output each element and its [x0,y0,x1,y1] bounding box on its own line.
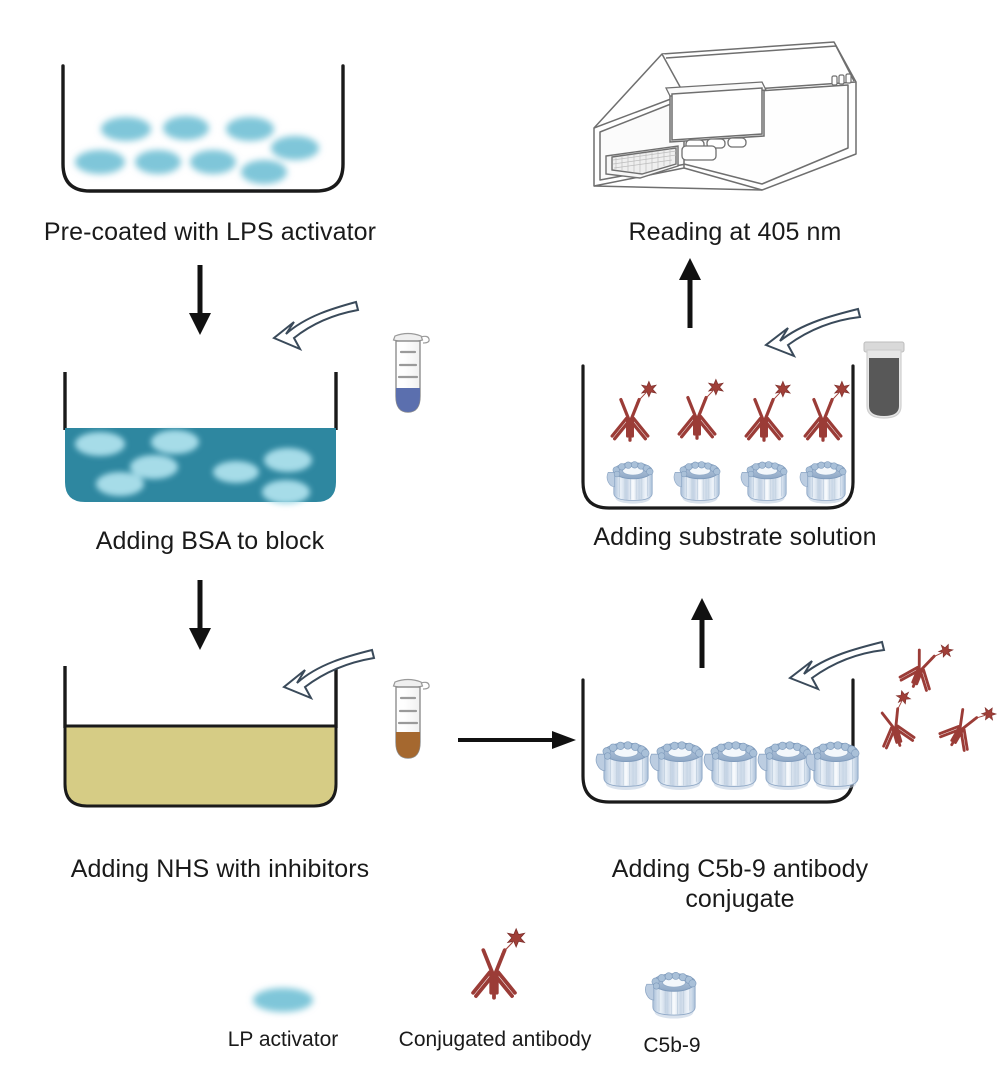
arrow-step1-to-step2 [189,265,211,335]
caption-step-5: Adding substrate solution [593,523,877,551]
c5b9-pore-group [595,741,860,791]
caption-step-3: Adding NHS with inhibitors [70,855,370,883]
reader-door [681,145,717,161]
caption-step-6: Reading at 405 nm [628,218,842,246]
reagent-tube-nhs [392,678,430,759]
legend-label-c5b9: C5b-9 [643,1034,701,1057]
well-step-5 [581,364,855,510]
caption-step-1: Pre-coated with LPS activator [43,218,377,246]
arrow-step3-to-step4 [458,731,576,749]
arrow-step4-to-step5 [691,598,713,668]
arrow-reagent-to-c5b9 [787,640,886,691]
legend-icon-lp-activator [253,988,313,1012]
caption-step-4: Adding C5b-9 antibody conjugate [611,855,869,913]
well-step-1 [61,64,345,193]
arrow-step5-to-step6 [679,258,701,328]
well-step-2 [63,372,338,504]
antibody-cluster [868,630,1000,758]
reagent-tube-bsa [392,332,430,413]
legend-label-conjugated-antibody: Conjugated antibody [398,1028,592,1051]
arrow-step2-to-step3 [189,580,211,650]
lp-activator-group [75,430,312,504]
well-step-3 [63,666,338,808]
microplate-reader [593,41,857,191]
legend-icon-c5b9 [644,971,697,1020]
well-step-4 [581,678,860,804]
legend-label-lp-activator: LP activator [227,1028,339,1051]
arrow-reagent-to-bsa [272,300,360,352]
arrow-reagent-to-nhs [282,648,376,700]
reader-ports [831,73,852,86]
reagent-vial-substrate [863,341,905,419]
tray-wells [612,149,677,173]
reader-display [671,87,763,141]
legend-icon-conjugated-antibody [471,926,527,1000]
arrow-reagent-to-substrate [763,307,862,358]
lp-activator-group [75,116,319,184]
caption-step-2: Adding BSA to block [95,527,325,555]
